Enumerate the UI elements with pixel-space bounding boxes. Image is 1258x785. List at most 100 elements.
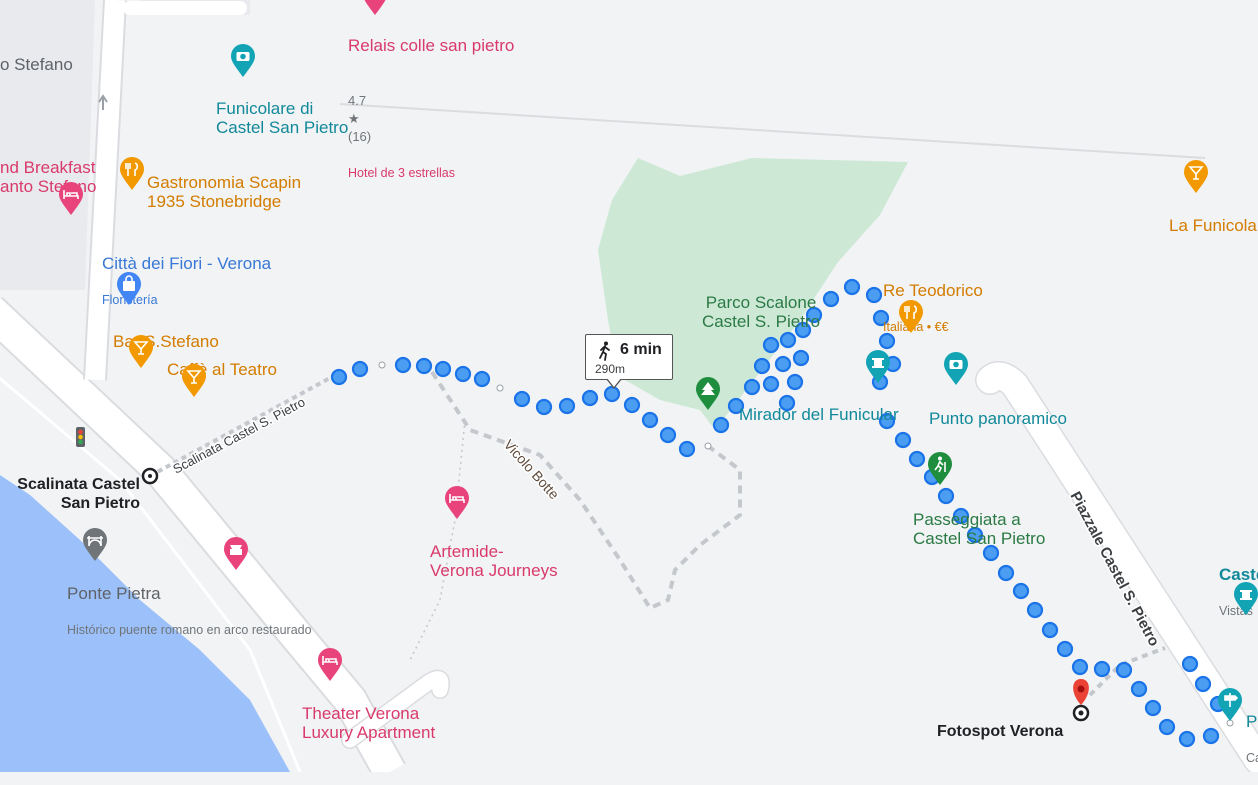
place-label-santo-stefano[interactable]: o Stefano	[0, 55, 73, 74]
route-dot	[1202, 727, 1220, 745]
tree-icon	[696, 377, 720, 410]
place-label-edge-p[interactable]: P Ca	[1246, 712, 1258, 765]
place-label-fotospot[interactable]: Fotospot Verona	[937, 723, 1064, 740]
signpost-pin-edge[interactable]	[1217, 688, 1243, 722]
place-label-relais[interactable]: Relais colle san pietro 4.7 ★ (16) Hotel…	[348, 36, 515, 180]
hotel-pin-artemide[interactable]	[444, 486, 470, 520]
path-vicolo-botte	[430, 370, 742, 611]
route-dot	[982, 544, 1000, 562]
place-label-castel-edge[interactable]: Caste Vistas	[1219, 565, 1258, 618]
road-piazzale	[976, 362, 1258, 772]
cocktail-icon	[182, 364, 206, 397]
route-dot	[1178, 730, 1196, 748]
one-way-arrow-icon	[98, 94, 108, 110]
route-dot	[1194, 675, 1212, 693]
hotel-icon	[59, 182, 83, 215]
route-dot	[678, 440, 696, 458]
route-start-segment	[149, 376, 331, 478]
attraction-pin-theater[interactable]	[223, 537, 249, 571]
place-label-passeggiata[interactable]: Passeggiata a Castel San Pietro	[913, 510, 1046, 548]
place-label-la-funicolare[interactable]: La Funicola	[1169, 216, 1257, 235]
route-dot	[712, 416, 730, 434]
hotel-pin-theater-apartment[interactable]	[317, 648, 343, 682]
route-dot	[762, 375, 780, 393]
rating-value: 4.7	[348, 93, 367, 108]
viewpoint-pin-castel-edge[interactable]	[1233, 582, 1258, 616]
route-dot	[1144, 699, 1162, 717]
road-path-top	[339, 103, 1206, 159]
hotel-pin-relais[interactable]	[362, 0, 388, 16]
route-dot	[753, 357, 771, 375]
viewpoint-pin-mirador[interactable]	[865, 350, 891, 384]
fork-knife-icon	[120, 157, 144, 190]
route-dot	[415, 357, 433, 375]
route-dot	[908, 450, 926, 468]
monument-icon	[866, 350, 890, 383]
walking-person-icon	[599, 341, 610, 361]
waypoint	[496, 384, 504, 392]
place-label-ponte[interactable]: Ponte Pietra Histórico puente romano en …	[67, 584, 312, 637]
route-end-marker[interactable]	[1072, 679, 1090, 722]
restaurant-pin-re-teodorico[interactable]	[898, 300, 924, 334]
bar-pin-la-funicolare[interactable]	[1183, 160, 1209, 194]
fork-knife-icon	[899, 300, 923, 333]
review-count: (16)	[348, 129, 372, 144]
route-dot	[805, 306, 823, 324]
hotel-icon	[318, 648, 342, 681]
route-dot	[1130, 680, 1148, 698]
camera-icon	[231, 44, 255, 77]
route-dot	[513, 390, 531, 408]
shopping-bag-icon	[117, 272, 141, 305]
camera-icon	[944, 352, 968, 385]
bar-pin-bar-stefano[interactable]	[128, 335, 154, 369]
road-via-santo-stefano	[85, 0, 125, 381]
place-label-punto[interactable]: Punto panoramico	[929, 409, 1067, 428]
camera-pin-funicolare[interactable]	[230, 44, 256, 78]
cocktail-icon	[129, 335, 153, 368]
route-dot	[1071, 658, 1089, 676]
route-dot	[743, 378, 761, 396]
route-dot	[966, 526, 984, 544]
camera-pin-punto[interactable]	[943, 352, 969, 386]
path-fotospot-link	[1088, 646, 1166, 697]
route-dot	[454, 365, 472, 383]
route-dot	[641, 411, 659, 429]
route-dot	[623, 396, 641, 414]
shop-pin-citta-fiori[interactable]	[116, 272, 142, 306]
route-dot	[727, 397, 745, 415]
place-label-scalinata-start[interactable]: Scalinata Castel San Pietro	[17, 476, 140, 512]
signpost-icon	[1218, 688, 1242, 721]
route-start-marker[interactable]	[141, 467, 159, 485]
route-dot	[603, 385, 621, 403]
route-dot	[937, 487, 955, 505]
place-label-mirador[interactable]: Mirador del Funicular	[739, 405, 899, 424]
park-pin-parco[interactable]	[695, 377, 721, 411]
place-label-parco[interactable]: Parco Scalone Castel S. Pietro	[701, 293, 821, 331]
route-dot	[952, 507, 970, 525]
route-dot	[878, 332, 896, 350]
landmark-pin-ponte[interactable]	[82, 528, 108, 562]
route-dot	[997, 564, 1015, 582]
cocktail-icon	[1184, 160, 1208, 193]
route-dot	[351, 360, 369, 378]
route-dot	[778, 394, 796, 412]
route-dot	[822, 290, 840, 308]
road-lower	[342, 671, 449, 748]
route-dot	[865, 286, 883, 304]
hotel-icon	[445, 486, 469, 519]
place-label-funicolare[interactable]: Funicolare di Castel San Pietro	[216, 99, 349, 137]
place-label-theater[interactable]: Theater Verona Luxury Apartment	[302, 704, 436, 742]
hiking-pin-passeggiata[interactable]	[927, 452, 953, 486]
restaurant-pin-gastronomia[interactable]	[119, 157, 145, 191]
place-label-citta-fiori[interactable]: Città dei Fiori - Verona Floristería	[102, 254, 272, 307]
hotel-pin-bnb[interactable]	[58, 182, 84, 216]
route-duration-callout[interactable]: 6 min 290m	[585, 334, 673, 389]
route-dot	[473, 370, 491, 388]
waypoint	[378, 361, 386, 369]
place-label-gastronomia[interactable]: Gastronomia Scapin 1935 Stonebridge	[147, 173, 302, 211]
hiking-icon	[928, 452, 952, 485]
route-dot	[581, 389, 599, 407]
place-label-artemide[interactable]: Artemide- Verona Journeys	[430, 542, 558, 580]
route-dot	[794, 321, 812, 339]
bar-pin-caffe-teatro[interactable]	[181, 364, 207, 398]
